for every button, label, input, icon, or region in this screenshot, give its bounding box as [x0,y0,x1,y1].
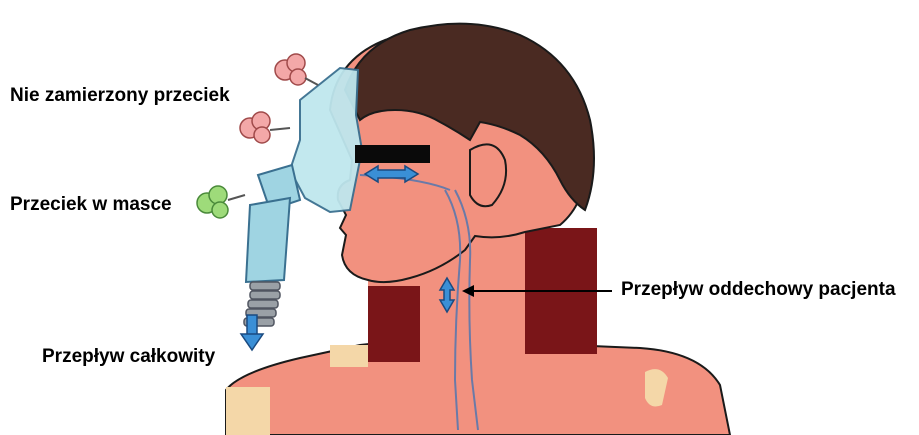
collar-highlight [330,345,368,367]
hose [246,198,290,282]
patient-flow-label: Przepływ oddechowy pacjenta [621,280,896,299]
total-flow-label: Przepływ całkowity [42,347,215,366]
shoulder-highlight-left [226,387,270,435]
neck-shadow-left [368,286,420,362]
unintentional-leak-label: Nie zamierzony przeciek [10,86,230,105]
puff-cloud-icon [275,54,318,85]
mask [290,68,362,212]
puff-cloud-icon [197,186,245,218]
mask-strap [355,145,430,163]
puff-cloud-icon [240,112,290,143]
mask-leak-label: Przeciek w masce [10,195,172,214]
